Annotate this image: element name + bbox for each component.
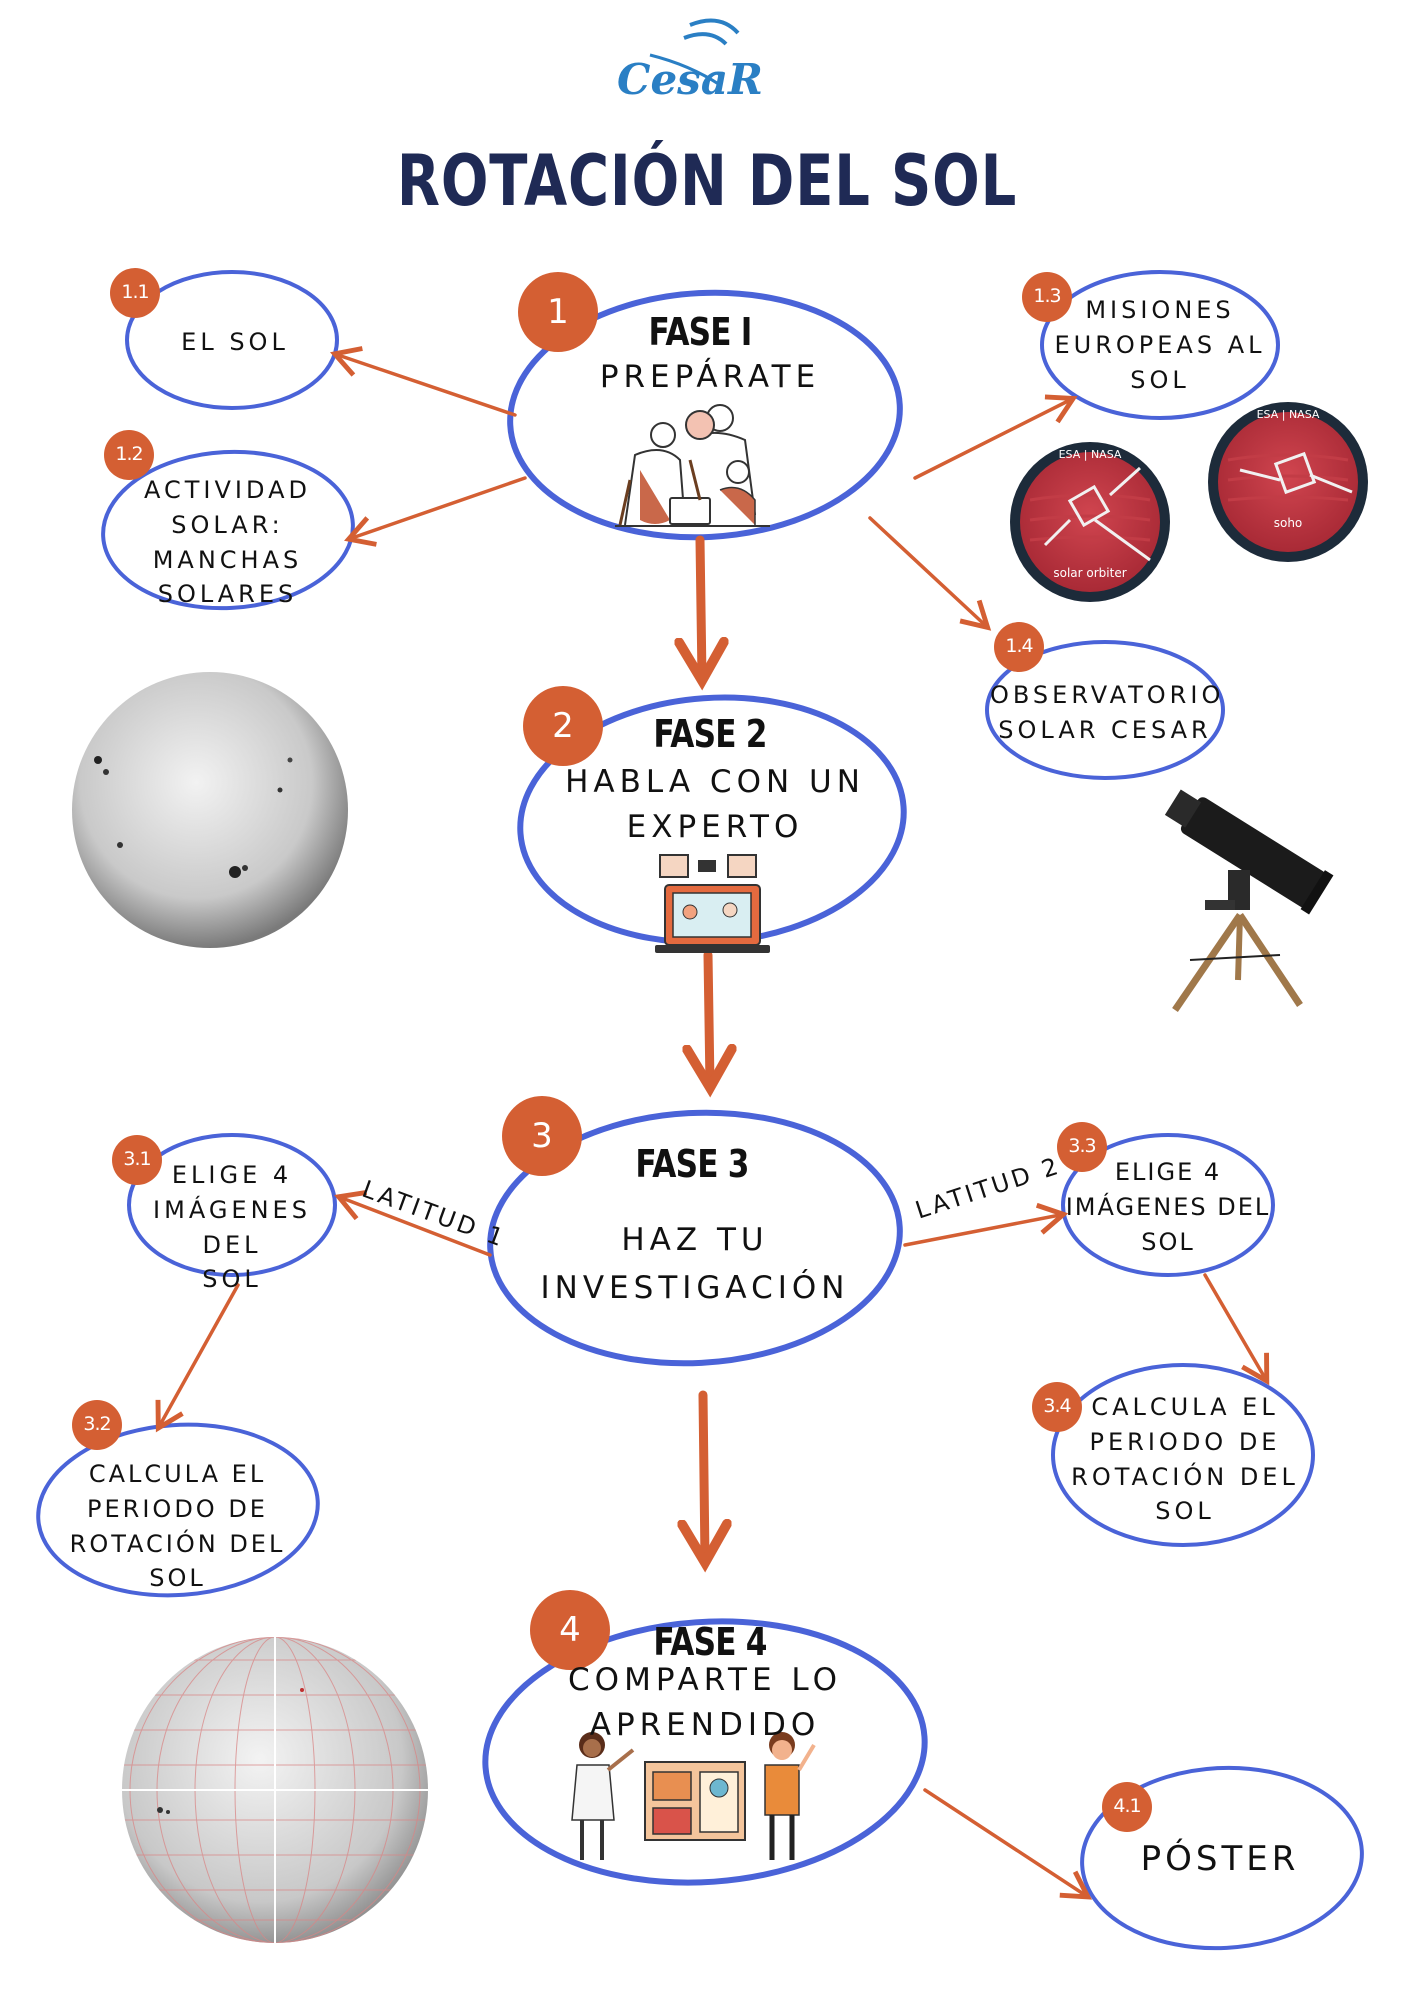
arrow-to-3-4 bbox=[1203, 1273, 1270, 1386]
telescope-icon bbox=[1164, 789, 1334, 1012]
phase-4-text-line-2: APRENDIDO bbox=[589, 1706, 821, 1743]
sub-1-2-text: ACTIVIDAD SOLAR: MANCHAS SOLARES bbox=[95, 473, 360, 612]
sub-1-3-line-1: MISIONES bbox=[1085, 296, 1235, 324]
sub-1-4-line-2: SOLAR CESAR bbox=[998, 715, 1212, 744]
sub-3-3-line-3: SOL bbox=[1141, 1227, 1195, 1256]
sub-3-4-line-1: CALCULA EL bbox=[1091, 1393, 1279, 1421]
sub-1-4-ellipse bbox=[985, 640, 1225, 780]
phase-4-text: COMPARTE LO APRENDIDO bbox=[545, 1658, 865, 1748]
sub-1-3-text: MISIONES EUROPEAS AL SOL bbox=[1040, 293, 1280, 397]
arrow-to-1-3 bbox=[913, 394, 1078, 480]
sub-1-4-text: OBSERVATORIO SOLAR CESAR bbox=[990, 678, 1220, 748]
arrow-to-1-4 bbox=[868, 516, 992, 631]
phase-4-text-line-1: COMPARTE LO bbox=[568, 1662, 842, 1698]
sub-3-3-line-2: IMÁGENES DEL bbox=[1065, 1192, 1271, 1221]
phase-2-badge: 2 bbox=[523, 686, 603, 766]
sub-4-1-text: PÓSTER bbox=[1110, 1835, 1330, 1884]
solar-orbiter-mission-icon: ESA | NASA solar orbiter bbox=[1010, 442, 1170, 602]
sub-1-1-badge: 1.1 bbox=[110, 268, 160, 318]
sub-3-2-line-3: ROTACIÓN DEL SOL bbox=[69, 1529, 286, 1593]
mission-1-name: solar orbiter bbox=[1053, 566, 1126, 580]
sub-1-3-badge: 1.3 bbox=[1022, 272, 1072, 322]
sub-3-3-text: ELIGE 4 IMÁGENES DEL SOL bbox=[1063, 1155, 1273, 1259]
sun-grid-globe-icon bbox=[122, 1637, 428, 1943]
phase-2-text-line-2: EXPERTO bbox=[626, 808, 804, 845]
cesar-logo: CesaR bbox=[617, 55, 763, 104]
team-icon bbox=[615, 404, 770, 527]
arrow-to-1-2 bbox=[344, 476, 527, 547]
sub-3-1-text: ELIGE 4 IMÁGENES DEL SOL bbox=[127, 1158, 337, 1297]
page-title: ROTACIÓN DEL SOL bbox=[396, 140, 1018, 222]
phase-3-title: FASE 3 bbox=[635, 1142, 749, 1186]
phase-2-text-line-1: HABLA CON UN bbox=[565, 764, 865, 800]
arrow-to-4-1 bbox=[923, 1788, 1093, 1900]
phase-4-title: FASE 4 bbox=[653, 1620, 767, 1664]
sub-1-2-line-3: SOLARES bbox=[157, 580, 298, 609]
arrow-to-3-3 bbox=[903, 1202, 1069, 1247]
sun-photo-icon bbox=[72, 672, 348, 948]
sub-1-3-line-3: SOL bbox=[1130, 365, 1190, 394]
phase-1-text: PREPÁRATE bbox=[599, 359, 821, 395]
phase-3-badge: 3 bbox=[502, 1096, 582, 1176]
sub-3-1-line-3: SOL bbox=[202, 1265, 262, 1294]
mission-2-name: soho bbox=[1274, 516, 1303, 530]
sub-3-4-line-4: SOL bbox=[1155, 1497, 1215, 1526]
sub-1-2-badge: 1.2 bbox=[104, 430, 154, 480]
sub-1-1-ellipse bbox=[125, 270, 339, 410]
sub-1-2-line-2: SOLAR: MANCHAS bbox=[152, 510, 303, 574]
phase-3-text: HAZ TU INVESTIGACIÓN bbox=[525, 1216, 865, 1312]
sub-3-4-text: CALCULA EL PERIODO DE ROTACIÓN DEL SOL bbox=[1070, 1390, 1300, 1529]
arrow-to-3-1 bbox=[334, 1190, 492, 1257]
phase-1-badge: 1 bbox=[518, 272, 598, 352]
sub-1-4-line-1: OBSERVATORIO bbox=[990, 681, 1225, 709]
sub-1-1-line-1: EL SOL bbox=[181, 328, 289, 356]
mission-2-agency: ESA | NASA bbox=[1257, 408, 1320, 421]
sub-3-1-line-2: IMÁGENES DEL bbox=[153, 1195, 311, 1259]
sub-1-3-ellipse bbox=[1040, 270, 1280, 420]
phase-3-text-line-1: HAZ TU bbox=[621, 1222, 769, 1258]
presenters-icon bbox=[571, 1732, 816, 1860]
sub-1-4-badge: 1.4 bbox=[994, 622, 1044, 672]
phase-1-title: FASE I bbox=[648, 310, 752, 354]
phase-2-text: HABLA CON UN EXPERTO bbox=[555, 760, 875, 850]
sub-3-2-badge: 3.2 bbox=[72, 1400, 122, 1450]
phase-3-ellipse bbox=[487, 1109, 903, 1367]
soho-mission-icon: ESA | NASA soho bbox=[1208, 402, 1368, 562]
sub-3-1-badge: 3.1 bbox=[112, 1135, 162, 1185]
sub-4-1-badge: 4.1 bbox=[1102, 1782, 1152, 1832]
sub-3-2-text: CALCULA EL PERIODO DE ROTACIÓN DEL SOL bbox=[45, 1457, 310, 1596]
arrow-phase-1-to-2 bbox=[700, 535, 702, 678]
phase-4-badge: 4 bbox=[530, 1590, 610, 1670]
sub-3-4-line-2: PERIODO DE bbox=[1089, 1427, 1281, 1456]
sub-3-4-ellipse bbox=[1051, 1363, 1315, 1547]
cesar-logo-icon bbox=[649, 18, 740, 87]
phase-3-text-line-2: INVESTIGACIÓN bbox=[540, 1270, 850, 1307]
sub-1-1-text: EL SOL bbox=[140, 325, 330, 360]
sub-3-1-line-1: ELIGE 4 bbox=[171, 1161, 293, 1189]
sub-3-4-line-3: ROTACIÓN DEL bbox=[1071, 1462, 1299, 1491]
sub-1-2-line-1: ACTIVIDAD bbox=[144, 476, 311, 504]
arrow-phase-3-to-4 bbox=[703, 1390, 705, 1560]
mission-1-agency: ESA | NASA bbox=[1059, 448, 1122, 461]
phase-2-title: FASE 2 bbox=[653, 712, 767, 756]
phase-1-ellipse bbox=[507, 289, 903, 541]
sub-4-1-line-1: PÓSTER bbox=[1140, 1839, 1300, 1879]
sub-3-2-line-2: PERIODO DE bbox=[87, 1494, 268, 1523]
arrow-to-1-1 bbox=[330, 346, 517, 417]
sub-3-4-badge: 3.4 bbox=[1032, 1382, 1082, 1432]
sub-3-3-line-1: ELIGE 4 bbox=[1114, 1158, 1222, 1186]
sub-3-3-badge: 3.3 bbox=[1057, 1122, 1107, 1172]
sub-3-2-line-1: CALCULA EL bbox=[88, 1460, 267, 1488]
video-call-icon bbox=[655, 854, 770, 953]
sub-4-1-ellipse bbox=[1080, 1765, 1364, 1951]
sub-1-3-line-2: EUROPEAS AL bbox=[1054, 330, 1266, 359]
phase-4-ellipse bbox=[482, 1618, 928, 1886]
arrow-phase-2-to-3 bbox=[708, 950, 710, 1085]
arrow-to-3-2 bbox=[155, 1283, 240, 1433]
